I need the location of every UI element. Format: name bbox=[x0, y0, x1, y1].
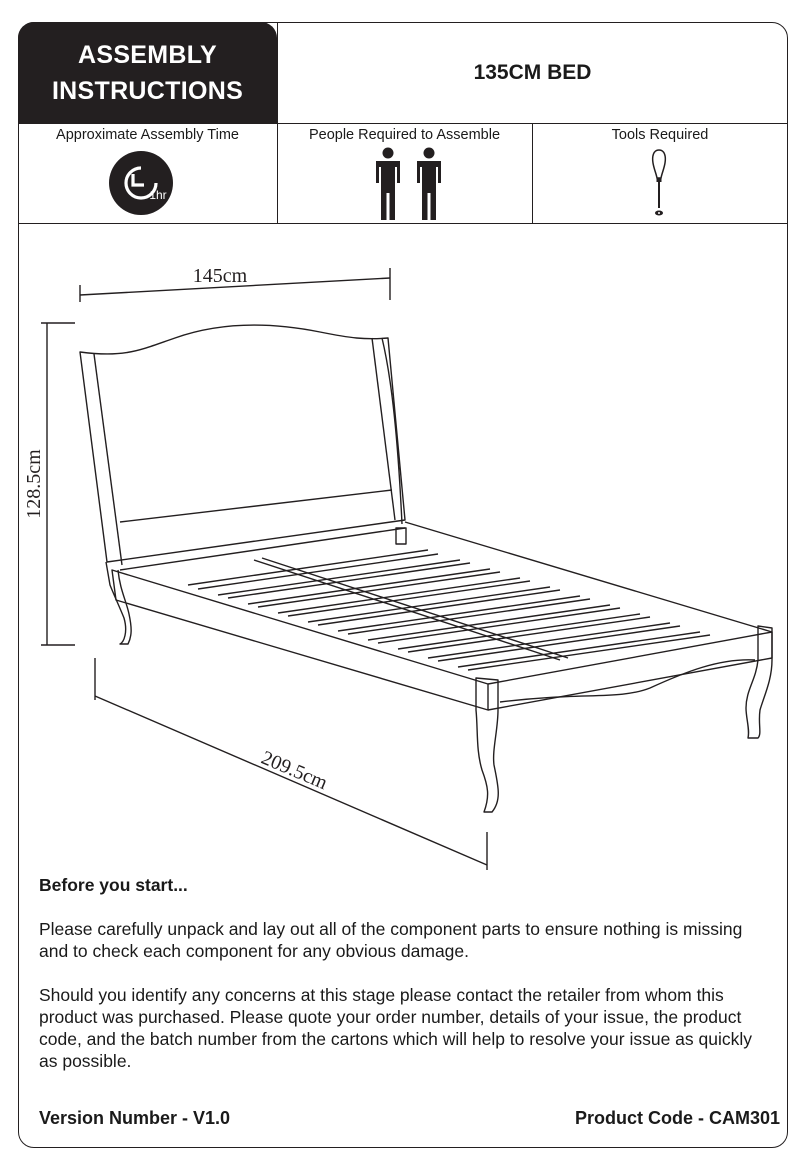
person-icon bbox=[376, 147, 400, 220]
intro-paragraph-2: Should you identify any concerns at this… bbox=[39, 985, 752, 1071]
version-number: Version Number - V1.0 bbox=[39, 1108, 231, 1128]
bed-frame-drawing bbox=[41, 268, 773, 870]
tools-required-label: Tools Required bbox=[611, 127, 709, 143]
intro-paragraph-1: Please carefully unpack and lay out all … bbox=[39, 919, 743, 961]
intro-section: Before you start... Please carefully unp… bbox=[39, 874, 769, 1072]
assembly-instructions-banner: ASSEMBLY INSTRUCTIONS bbox=[18, 22, 277, 123]
people-required-label: People Required to Assemble bbox=[308, 127, 501, 143]
people-icon bbox=[376, 147, 441, 220]
column-divider-2 bbox=[532, 123, 533, 223]
column-divider-1 bbox=[277, 22, 278, 223]
product-name: 135CM BED bbox=[473, 60, 592, 84]
length-dimension-label: 209.5cm bbox=[258, 747, 331, 795]
info-divider bbox=[18, 223, 788, 224]
width-dimension-label: 145cm bbox=[193, 265, 248, 287]
header-divider bbox=[18, 123, 788, 124]
bed-dimension-diagram: 145cm 128.5cm 209.5cm bbox=[23, 265, 773, 870]
intro-heading: Before you start... bbox=[39, 875, 188, 895]
person-icon bbox=[417, 147, 441, 220]
page-frame bbox=[18, 22, 788, 1148]
banner-line-1: ASSEMBLY bbox=[77, 40, 217, 69]
screwdriver-icon bbox=[651, 149, 667, 216]
product-code: Product Code - CAM301 bbox=[574, 1108, 780, 1128]
clock-icon: 1hr bbox=[109, 151, 173, 215]
banner-line-2: INSTRUCTIONS bbox=[51, 76, 244, 105]
assembly-time-label: Approximate Assembly Time bbox=[56, 127, 239, 143]
time-value: 1hr bbox=[149, 188, 166, 202]
height-dimension-label: 128.5cm bbox=[23, 449, 45, 519]
